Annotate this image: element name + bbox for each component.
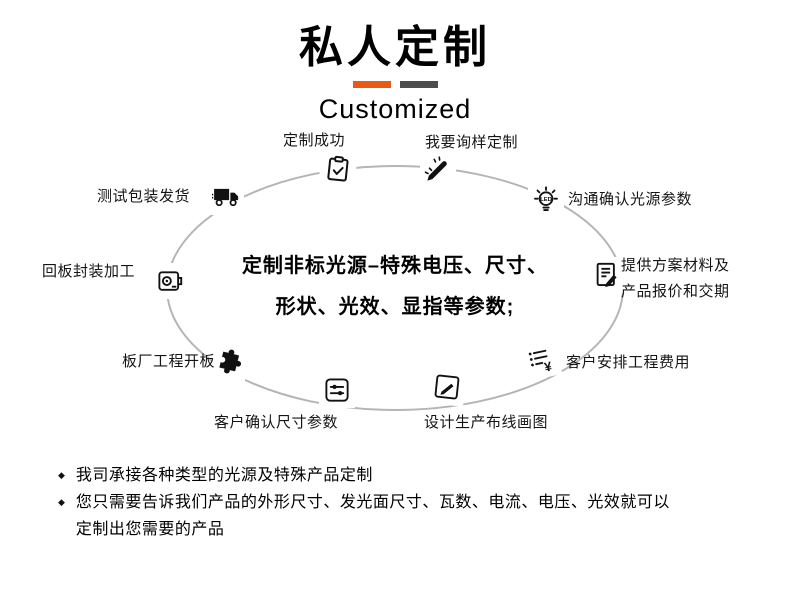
delivery-truck-icon	[208, 179, 244, 215]
title-accent-bars	[352, 81, 438, 89]
node-label: 提供方案材料及 产品报价和交期	[621, 257, 730, 300]
note-text: 我司承接各种类型的光源及特殊产品定制	[75, 467, 373, 484]
header: 私人定制 Customized	[0, 23, 790, 125]
page-title: 私人定制	[299, 23, 491, 72]
drawing-pencil-icon	[427, 367, 467, 407]
bullet-icon: ◆	[58, 497, 65, 507]
led-bulb-icon: LED	[528, 180, 564, 216]
svg-text:LED: LED	[540, 197, 552, 203]
node-label: 客户确认尺寸参数	[214, 414, 339, 431]
node-label: 测试包装发货	[97, 188, 191, 205]
note-item: ◆ 我司承接各种类型的光源及特殊产品定制	[58, 462, 670, 489]
center-description: 定制非标光源–特殊电压、尺寸、 形状、光效、显指等参数;	[241, 255, 549, 318]
fee-list-icon: ¥	[519, 338, 563, 382]
node-label: 客户安排工程费用	[566, 354, 691, 371]
clipboard-check-icon	[318, 149, 358, 189]
accent-bar-orange	[352, 81, 391, 89]
node-label: 板厂工程开板	[122, 353, 216, 370]
packaging-icon	[152, 263, 188, 299]
note-item: ◆ 您只需要告诉我们产品的外形尺寸、发光面尺寸、瓦数、电流、电压、光效就可以 定…	[58, 489, 670, 543]
svg-text:¥: ¥	[543, 358, 554, 374]
node-label: 我要询样定制	[425, 134, 519, 151]
accent-bar-gray	[399, 81, 438, 89]
page-subtitle: Customized	[318, 94, 472, 125]
note-text: 您只需要告诉我们产品的外形尺寸、发光面尺寸、瓦数、电流、电压、光效就可以 定制出…	[75, 494, 670, 538]
node-label: 定制成功	[283, 132, 346, 149]
puzzle-icon	[209, 340, 253, 384]
notes-list: ◆ 我司承接各种类型的光源及特殊产品定制 ◆ 您只需要告诉我们产品的外形尺寸、发…	[58, 462, 670, 543]
bullet-icon: ◆	[58, 470, 65, 480]
node-label: 回板封装加工	[42, 263, 136, 280]
sliders-icon	[319, 372, 355, 408]
pen-icon	[420, 152, 456, 188]
node-label: 沟通确认光源参数	[568, 191, 693, 208]
document-quote-icon	[589, 257, 625, 293]
node-label: 设计生产布线画图	[424, 414, 549, 431]
